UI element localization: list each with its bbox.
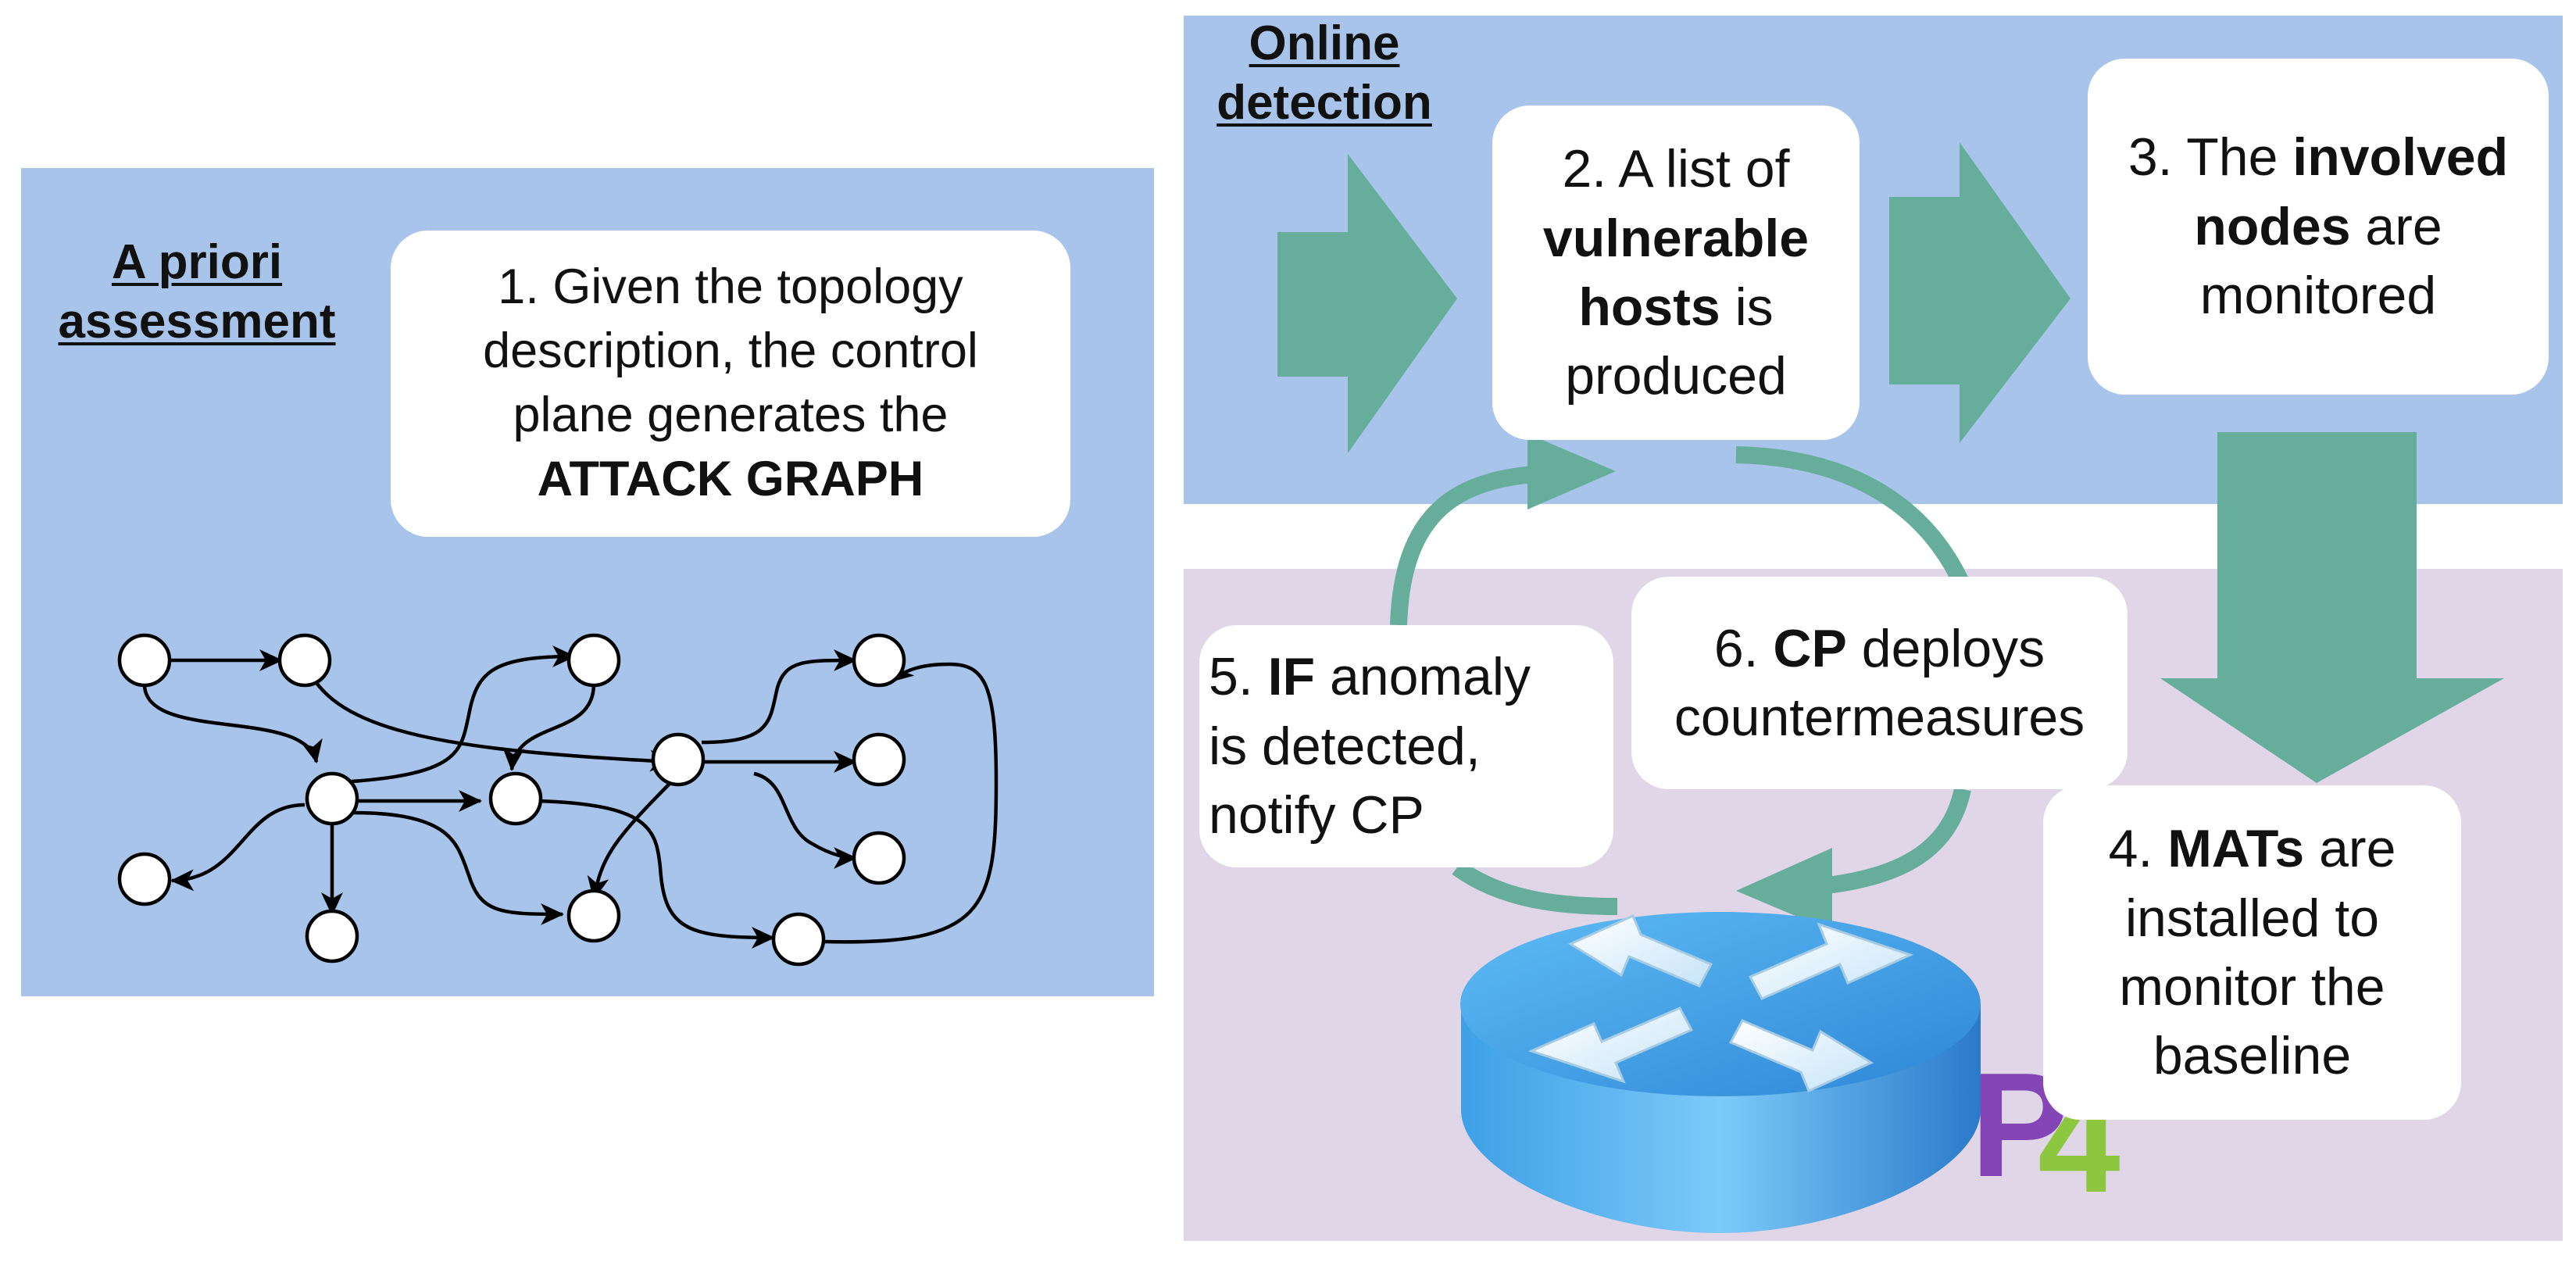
step5-line1-rest: anomaly bbox=[1315, 647, 1531, 707]
step3-line1-prefix: 3. The bbox=[2128, 127, 2293, 188]
router-icon bbox=[1460, 912, 1981, 1233]
step5-box: 5. IF anomaly is detected, notify CP bbox=[1199, 625, 1613, 867]
a-priori-heading-line2: assessment bbox=[58, 294, 336, 349]
step2-line1: 2. A list of bbox=[1562, 139, 1790, 199]
step4-line1-bold: MATs bbox=[2167, 819, 2305, 879]
step4-line4: baseline bbox=[2153, 1026, 2352, 1086]
step6-line1-prefix: 6. bbox=[1713, 618, 1774, 678]
step4-line1-prefix: 4. bbox=[2108, 819, 2168, 879]
step5-line1-prefix: 5. bbox=[1209, 647, 1268, 707]
a-priori-heading-line1: A priori bbox=[111, 235, 283, 289]
flow-arrow-1 bbox=[1277, 154, 1457, 453]
attack-graph bbox=[117, 633, 999, 967]
step4-line1-rest: are bbox=[2304, 819, 2396, 879]
loop-arrows bbox=[1390, 434, 1971, 931]
step5-line3: notify CP bbox=[1209, 785, 1424, 846]
step2-box: 2. A list of vulnerable hosts is produce… bbox=[1492, 105, 1860, 440]
a-priori-heading: A priori assessment bbox=[41, 233, 353, 351]
step6-line1-rest: deploys bbox=[1846, 618, 2045, 678]
step1-line3: plane generates the bbox=[513, 388, 949, 442]
step5-line2: is detected, bbox=[1209, 716, 1481, 776]
step4-line2: installed to bbox=[2124, 888, 2380, 948]
flow-arrow-2 bbox=[1889, 142, 2070, 443]
step2-line3-bold: hosts bbox=[1578, 277, 1720, 337]
online-detection-heading: Online detection bbox=[1207, 14, 1442, 132]
flow-arrow-3 bbox=[2160, 432, 2504, 783]
step1-line1: 1. Given the topology bbox=[498, 259, 963, 315]
online-detection-heading-line1: Online bbox=[1249, 16, 1400, 70]
step4-line3: monitor the bbox=[2119, 957, 2385, 1017]
step3-line2-bold: nodes bbox=[2194, 196, 2351, 256]
step2-line2: vulnerable bbox=[1542, 208, 1810, 268]
step2-line3-rest: is bbox=[1720, 277, 1774, 337]
step2-line4: produced bbox=[1565, 346, 1787, 406]
step3-line2-rest: are bbox=[2350, 196, 2442, 256]
step6-box: 6. CP deploys countermeasures bbox=[1631, 577, 2128, 789]
step3-line3: monitored bbox=[2199, 266, 2437, 326]
step3-box: 3. The involved nodes are monitored bbox=[2088, 59, 2549, 395]
step1-box: 1. Given the topology description, the c… bbox=[391, 231, 1070, 537]
step5-line1-bold: IF bbox=[1267, 647, 1316, 707]
step6-line2: countermeasures bbox=[1674, 688, 2085, 747]
online-detection-heading-line2: detection bbox=[1217, 75, 1432, 130]
step3-line1-bold: involved bbox=[2292, 127, 2509, 188]
step6-line1-bold: CP bbox=[1773, 618, 1847, 678]
step4-box: 4. MATs are installed to monitor the bas… bbox=[2043, 785, 2461, 1120]
step1-line2: description, the control bbox=[483, 324, 978, 379]
step1-attack-graph: ATTACK GRAPH bbox=[537, 451, 924, 506]
